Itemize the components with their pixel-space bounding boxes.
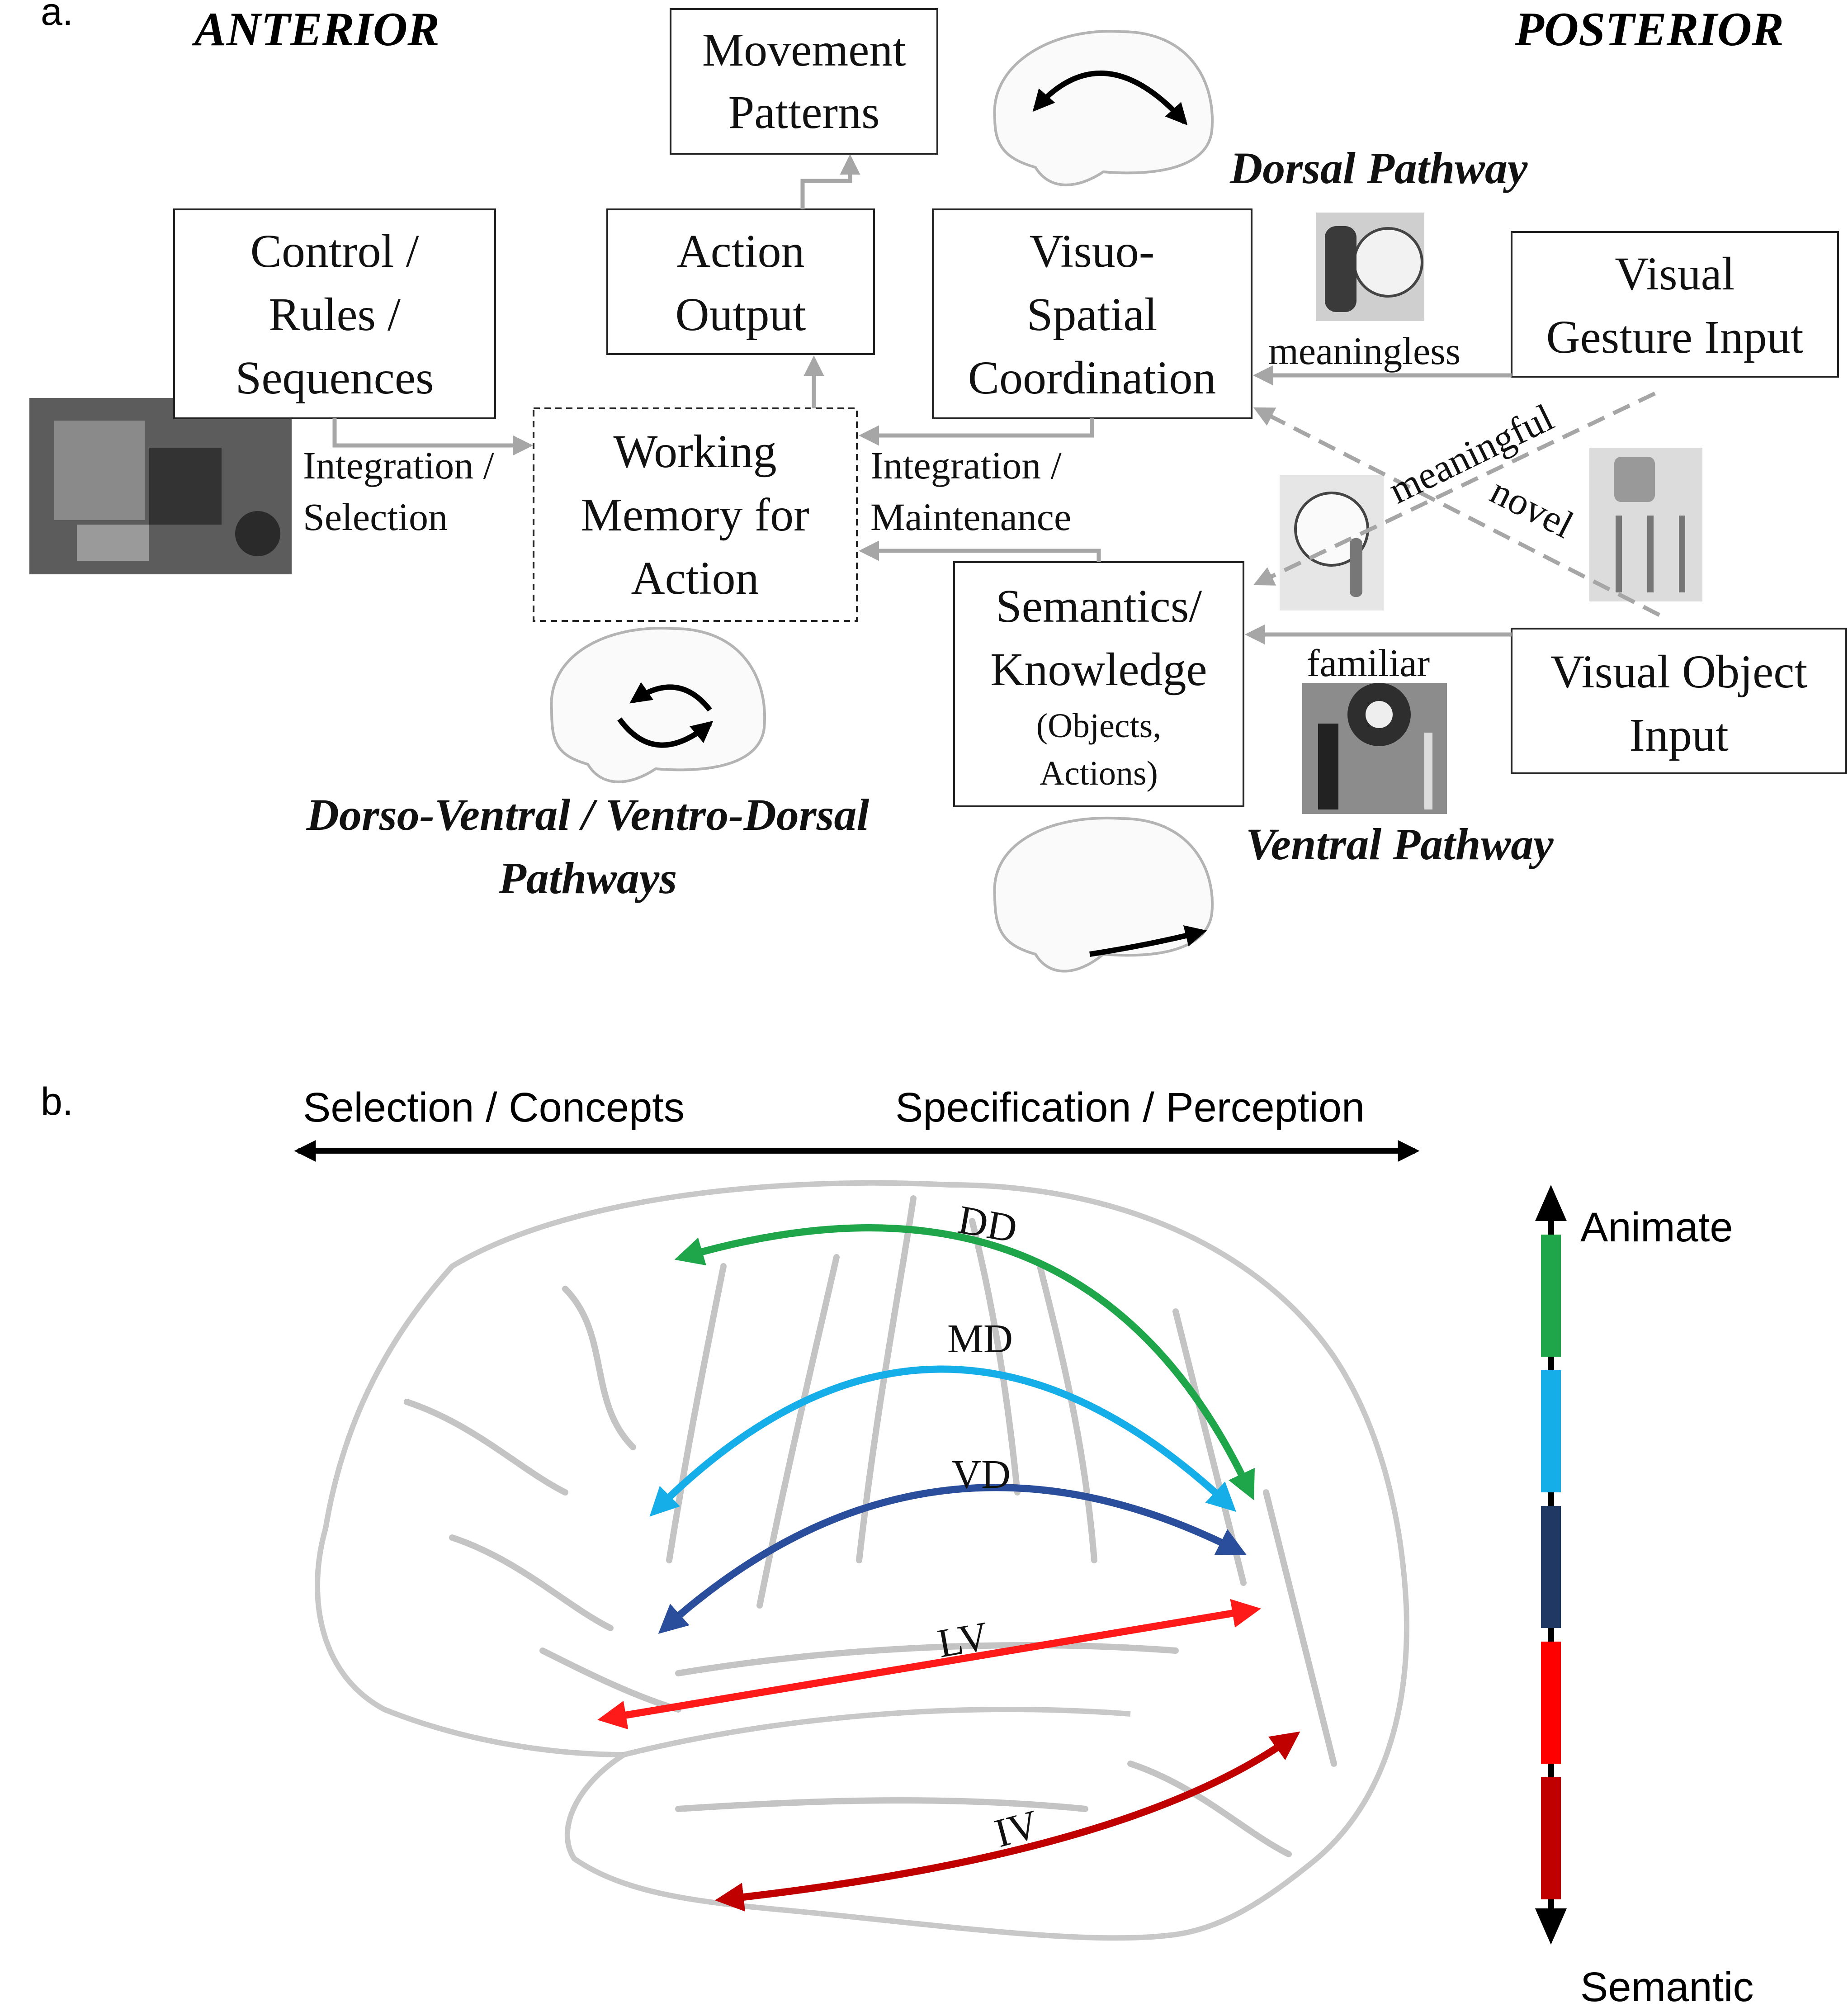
- semantics-sub-text-2: Actions): [1040, 754, 1158, 792]
- working-memory-text-1: Working: [613, 426, 776, 478]
- working-memory-text-2: Memory for: [581, 489, 809, 541]
- visual-object-box: [1511, 628, 1847, 774]
- dorso-ventral-label-2: Pathways: [498, 853, 677, 903]
- axis-right-label: Specification / Perception: [895, 1084, 1365, 1131]
- arrow-visuo-to-wm: [859, 418, 1094, 446]
- control-rules-text-2: Rules /: [269, 289, 401, 341]
- dorso-ventral-brain-icon: [550, 627, 766, 783]
- dorsal-brain-icon: [993, 30, 1214, 186]
- control-rules-box: [173, 208, 496, 419]
- posterior-label: POSTERIOR: [1514, 3, 1784, 56]
- movement-patterns-box: [670, 8, 938, 155]
- panel-a: a. ANTERIOR POSTERIOR: [29, 0, 1847, 973]
- meaningless-label: meaningless: [1268, 329, 1460, 373]
- action-output-box: [606, 208, 875, 355]
- scale-top-label: Animate: [1580, 1204, 1733, 1250]
- visuo-spatial-text-3: Coordination: [968, 352, 1216, 404]
- axis-left-label: Selection / Concepts: [303, 1084, 685, 1131]
- stream-md-label: MD: [947, 1316, 1013, 1361]
- stream-md-arrow: [649, 1365, 1237, 1517]
- ventral-pathway-label: Ventral Pathway: [1246, 819, 1554, 869]
- dorso-ventral-label-1: Dorso-Ventral / Ventro-Dorsal: [306, 790, 870, 840]
- semantics-sub-text-1: (Objects,: [1036, 707, 1161, 745]
- action-output-text-2: Output: [676, 289, 806, 341]
- movement-patterns-text-1: Movement: [702, 24, 906, 76]
- panel-a-label: a.: [41, 0, 73, 33]
- arrow-novel: [1253, 407, 1661, 617]
- ventral-brain-icon: [993, 817, 1214, 973]
- arrow-control-to-wm: [332, 418, 533, 456]
- scale-segment-darkred: [1541, 1777, 1561, 1899]
- stream-dd-arrow: [674, 1224, 1255, 1501]
- arrow-sem-to-wm: [859, 540, 1101, 562]
- working-memory-box: [533, 407, 858, 622]
- visual-gesture-text-2: Gesture Input: [1546, 311, 1804, 363]
- scale-segment-lightblue: [1541, 1370, 1561, 1492]
- semantics-text-1: Semantics/: [996, 580, 1202, 632]
- action-output-text-1: Action: [676, 225, 804, 277]
- integration-selection-1: Integration /: [303, 444, 494, 487]
- working-memory-text-3: Action: [631, 552, 759, 604]
- visual-object-text-1: Visual Object: [1550, 646, 1808, 698]
- arrow-to-movement: [800, 154, 860, 209]
- visuo-spatial-text-2: Spatial: [1027, 289, 1158, 341]
- stream-vd-label: VD: [952, 1452, 1011, 1497]
- scale-segment-navy: [1541, 1506, 1561, 1628]
- stream-iv-arrow: [714, 1731, 1300, 1912]
- stream-vd-arrow: [658, 1484, 1247, 1634]
- movement-patterns-text-2: Patterns: [728, 86, 879, 138]
- visual-object-text-2: Input: [1629, 709, 1729, 761]
- animate-semantic-scale: Animate Semantic: [1535, 1185, 1754, 2007]
- stream-dd-label: DD: [955, 1197, 1021, 1251]
- semantics-box: [953, 561, 1244, 807]
- control-rules-text-1: Control /: [250, 225, 419, 277]
- stream-lv-label: LV: [934, 1614, 992, 1666]
- visuo-spatial-box: [932, 208, 1252, 419]
- visual-gesture-box: [1511, 231, 1839, 378]
- panel-b-label: b.: [41, 1080, 73, 1123]
- familiar-label: familiar: [1307, 641, 1430, 685]
- integration-maintenance-2: Maintenance: [870, 495, 1071, 539]
- arrow-meaningful: [1253, 391, 1656, 586]
- visuo-spatial-text-1: Visuo-: [1030, 225, 1155, 277]
- scale-segment-green: [1541, 1235, 1561, 1357]
- semantics-text-2: Knowledge: [990, 644, 1207, 696]
- scale-segment-red: [1541, 1642, 1561, 1764]
- visual-gesture-text-1: Visual: [1615, 248, 1735, 300]
- integration-selection-2: Selection: [303, 495, 448, 539]
- panel-b: b. Selection / Concepts Specification / …: [41, 1080, 1754, 2007]
- integration-maintenance-1: Integration /: [870, 444, 1062, 487]
- dorsal-pathway-label: Dorsal Pathway: [1229, 143, 1528, 193]
- stream-lv-arrow: [597, 1599, 1261, 1730]
- anterior-label: ANTERIOR: [192, 3, 440, 56]
- control-rules-text-3: Sequences: [236, 352, 434, 404]
- novel-label: novel: [1484, 469, 1580, 546]
- scale-bottom-label: Semantic: [1580, 1964, 1754, 2005]
